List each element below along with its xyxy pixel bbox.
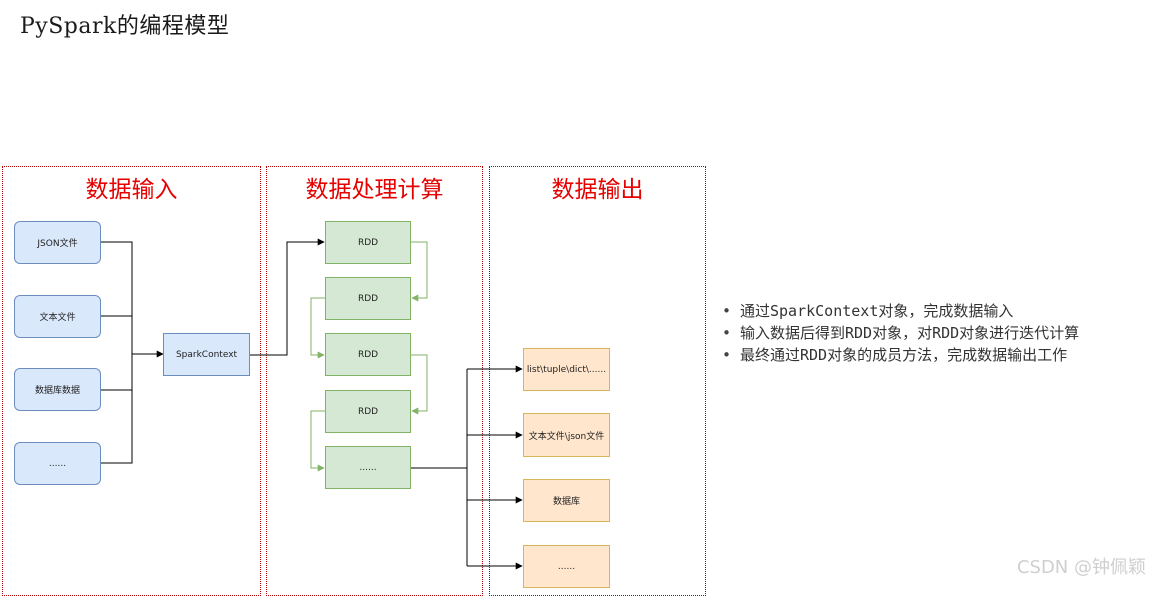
context-to-rdd-arrow bbox=[250, 238, 325, 356]
summary-bullet-processing: 输入数据后得到RDD对象，对RDD对象进行迭代计算 bbox=[722, 322, 1079, 344]
output-node-database: 数据库 bbox=[523, 479, 610, 522]
rdd-node-2: RDD bbox=[325, 277, 411, 320]
rdd-node-more: ...... bbox=[325, 446, 411, 489]
summary-bullet-output: 最终通过RDD对象的成员方法，完成数据输出工作 bbox=[722, 344, 1079, 366]
summary-bullet-input: 通过SparkContext对象，完成数据输入 bbox=[722, 300, 1079, 322]
panel-title-input: 数据输入 bbox=[85, 177, 178, 203]
rdd-node-4: RDD bbox=[325, 390, 411, 433]
panel-title-processing: 数据处理计算 bbox=[305, 177, 444, 203]
output-node-file: 文本文件\json文件 bbox=[523, 413, 610, 457]
rdd-iteration-arrow-2 bbox=[310, 297, 325, 359]
rdd-iteration-arrow-1 bbox=[411, 241, 428, 302]
sparkcontext-node: SparkContext bbox=[163, 333, 250, 376]
page-title: PySpark的编程模型 bbox=[20, 14, 230, 39]
input-merge-line bbox=[101, 241, 133, 464]
input-node-json: JSON文件 bbox=[14, 221, 101, 264]
output-node-collection: list\tuple\dict\...... bbox=[523, 348, 610, 391]
rdd-iteration-arrow-3 bbox=[411, 354, 428, 415]
rdd-iteration-arrow-4 bbox=[310, 410, 325, 472]
input-node-database: 数据库数据 bbox=[14, 368, 101, 411]
input-node-more: ...... bbox=[14, 442, 101, 485]
rdd-node-1: RDD bbox=[325, 221, 411, 264]
summary-bullet-list: 通过SparkContext对象，完成数据输入 输入数据后得到RDD对象，对RD… bbox=[722, 300, 1079, 366]
output-node-more: ...... bbox=[523, 545, 610, 588]
panel-title-output: 数据输出 bbox=[551, 177, 644, 203]
watermark: CSDN @钟佩颖 bbox=[1016, 557, 1146, 578]
rdd-node-3: RDD bbox=[325, 333, 411, 376]
input-node-text: 文本文件 bbox=[14, 295, 101, 338]
